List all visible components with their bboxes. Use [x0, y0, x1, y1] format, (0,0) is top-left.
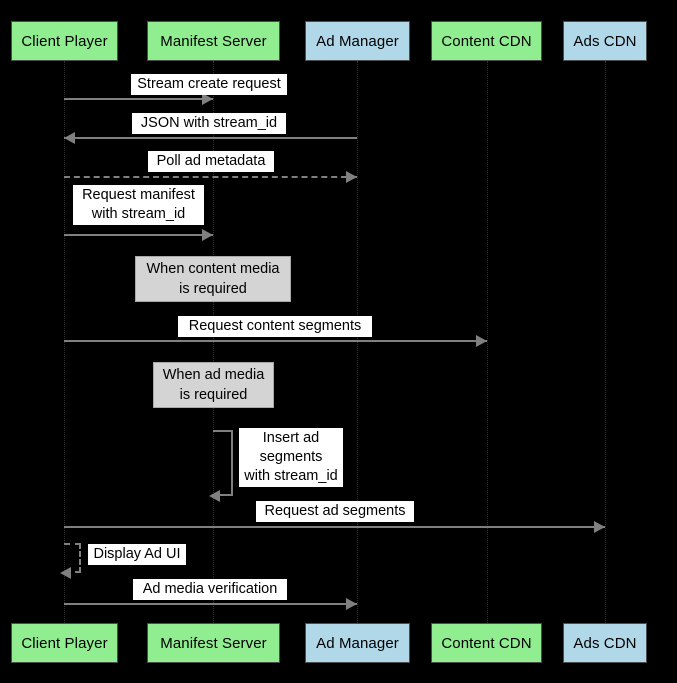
- participant-label: Content CDN: [441, 634, 532, 652]
- self-message-loop-insert-ad-segments: [213, 430, 233, 496]
- message-line-ad-media-verification: [64, 603, 357, 605]
- note-when-ad-media-is-required: When ad media is required: [153, 362, 274, 408]
- arrowhead-request-manifest-with-stream-id: [202, 229, 213, 241]
- message-label-request-manifest-with-stream-id: Request manifest with stream_id: [73, 185, 204, 225]
- lifeline-client-player: [64, 61, 65, 623]
- footer-participant-client-player[interactable]: Client Player: [11, 623, 118, 663]
- header-participant-content-cdn[interactable]: Content CDN: [431, 21, 542, 61]
- message-line-stream-create-request: [64, 98, 213, 100]
- arrowhead-json-with-stream-id: [64, 132, 75, 144]
- participant-label: Ad Manager: [316, 32, 399, 50]
- arrowhead-insert-ad-segments: [209, 490, 220, 502]
- message-line-request-manifest-with-stream-id: [64, 234, 213, 236]
- header-participant-client-player[interactable]: Client Player: [11, 21, 118, 61]
- participant-label: Ads CDN: [573, 634, 637, 652]
- message-label-json-with-stream-id: JSON with stream_id: [132, 113, 286, 134]
- arrowhead-stream-create-request: [202, 93, 213, 105]
- arrowhead-ad-media-verification: [346, 598, 357, 610]
- arrowhead-display-ad-ui: [60, 567, 71, 579]
- self-message-loop-display-ad-ui: [64, 543, 81, 573]
- footer-participant-ad-manager[interactable]: Ad Manager: [305, 623, 410, 663]
- message-line-request-ad-segments: [64, 526, 605, 528]
- lifeline-content-cdn: [487, 61, 488, 623]
- footer-participant-manifest-server[interactable]: Manifest Server: [147, 623, 280, 663]
- participant-label: Manifest Server: [160, 634, 267, 652]
- message-label-request-ad-segments: Request ad segments: [256, 501, 414, 522]
- lifeline-ad-manager: [357, 61, 358, 623]
- message-line-request-content-segments: [64, 340, 487, 342]
- arrowhead-request-ad-segments: [594, 521, 605, 533]
- self-message-label-display-ad-ui: Display Ad UI: [88, 544, 186, 565]
- header-participant-ad-manager[interactable]: Ad Manager: [305, 21, 410, 61]
- note-when-content-media-is-required: When content media is required: [135, 256, 291, 302]
- message-line-poll-ad-metadata: [64, 176, 357, 178]
- header-participant-manifest-server[interactable]: Manifest Server: [147, 21, 280, 61]
- participant-label: Client Player: [21, 32, 108, 50]
- message-line-json-with-stream-id: [64, 137, 357, 139]
- arrowhead-request-content-segments: [476, 335, 487, 347]
- participant-label: Manifest Server: [160, 32, 267, 50]
- message-label-stream-create-request: Stream create request: [131, 74, 287, 95]
- message-label-ad-media-verification: Ad media verification: [133, 579, 287, 600]
- message-label-poll-ad-metadata: Poll ad metadata: [148, 151, 274, 172]
- arrowhead-poll-ad-metadata: [346, 171, 357, 183]
- participant-label: Ad Manager: [316, 634, 399, 652]
- lifeline-manifest-server: [213, 61, 214, 623]
- participant-label: Ads CDN: [573, 32, 637, 50]
- footer-participant-ads-cdn[interactable]: Ads CDN: [563, 623, 647, 663]
- footer-participant-content-cdn[interactable]: Content CDN: [431, 623, 542, 663]
- self-message-label-insert-ad-segments: Insert ad segments with stream_id: [239, 428, 343, 487]
- header-participant-ads-cdn[interactable]: Ads CDN: [563, 21, 647, 61]
- lifeline-ads-cdn: [605, 61, 606, 623]
- message-label-request-content-segments: Request content segments: [178, 316, 372, 337]
- participant-label: Content CDN: [441, 32, 532, 50]
- participant-label: Client Player: [21, 634, 108, 652]
